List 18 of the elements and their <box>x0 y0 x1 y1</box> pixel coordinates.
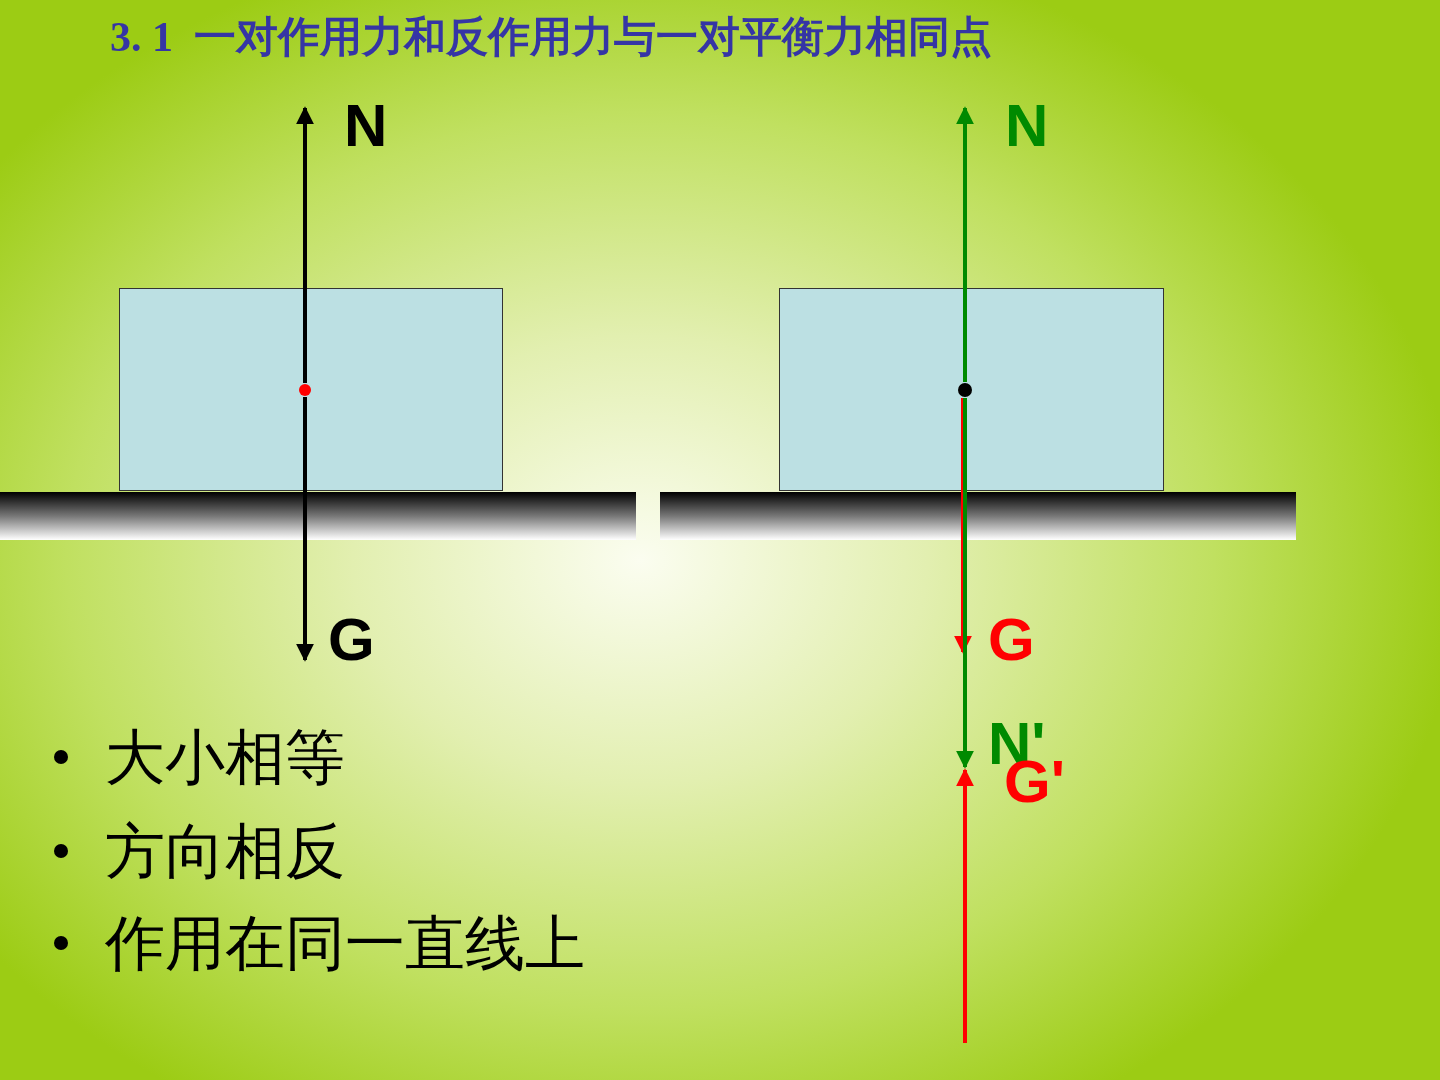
force-label: N <box>1005 96 1049 156</box>
bullet-text: 方向相反 <box>105 822 345 882</box>
force-label: G <box>328 610 375 670</box>
bullet-text: 作用在同一直线上 <box>105 914 585 974</box>
force-arrow <box>954 398 972 654</box>
force-arrow <box>956 106 974 382</box>
force-arrow <box>956 398 974 769</box>
force-arrow <box>296 106 314 383</box>
title: 3. 1 一对作用力和反作用力与一对平衡力相同点 <box>110 14 992 61</box>
block <box>779 288 1164 491</box>
force-arrow <box>956 768 974 1043</box>
force-label: N <box>344 96 388 156</box>
force-point <box>299 384 311 396</box>
force-arrow <box>296 397 314 662</box>
block <box>119 288 503 491</box>
bullet-text: 大小相等 <box>105 728 345 788</box>
force-point <box>958 383 972 397</box>
force-label: G <box>988 610 1035 670</box>
